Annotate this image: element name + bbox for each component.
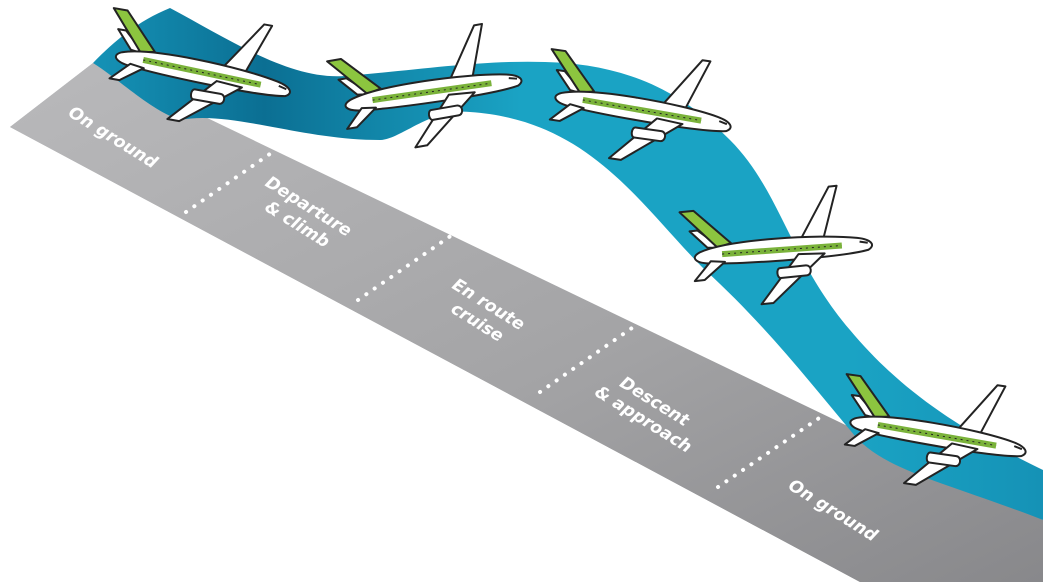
aircraft-group <box>96 0 1034 499</box>
ground-surface-body <box>10 63 1043 582</box>
